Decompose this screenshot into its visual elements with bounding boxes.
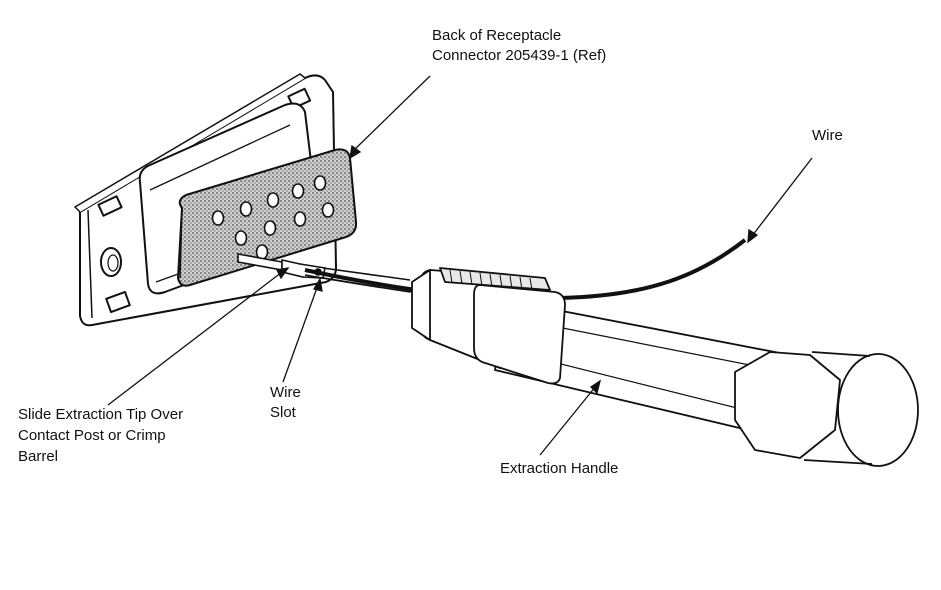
contact-cavities <box>211 175 335 260</box>
label-slide-3: Barrel <box>18 448 58 465</box>
label-slide-2: Contact Post or Crimp <box>18 427 166 444</box>
leader-lines <box>107 75 813 456</box>
connector-insert <box>177 148 358 287</box>
label-receptacle-1: Back of Receptacle <box>432 27 561 44</box>
label-wire: Wire <box>812 127 843 144</box>
handle-end-cap <box>837 353 919 467</box>
label-extraction-handle: Extraction Handle <box>500 460 618 477</box>
extraction-handle <box>411 267 919 467</box>
labels: Back of Receptacle Connector 205439-1 (R… <box>18 27 843 477</box>
label-wire-slot-2: Slot <box>270 404 297 421</box>
label-receptacle-2: Connector 205439-1 (Ref) <box>432 47 606 64</box>
label-slide-1: Slide Extraction Tip Over <box>18 406 183 423</box>
receptacle-connector <box>74 73 358 327</box>
label-wire-slot-1: Wire <box>270 384 301 401</box>
